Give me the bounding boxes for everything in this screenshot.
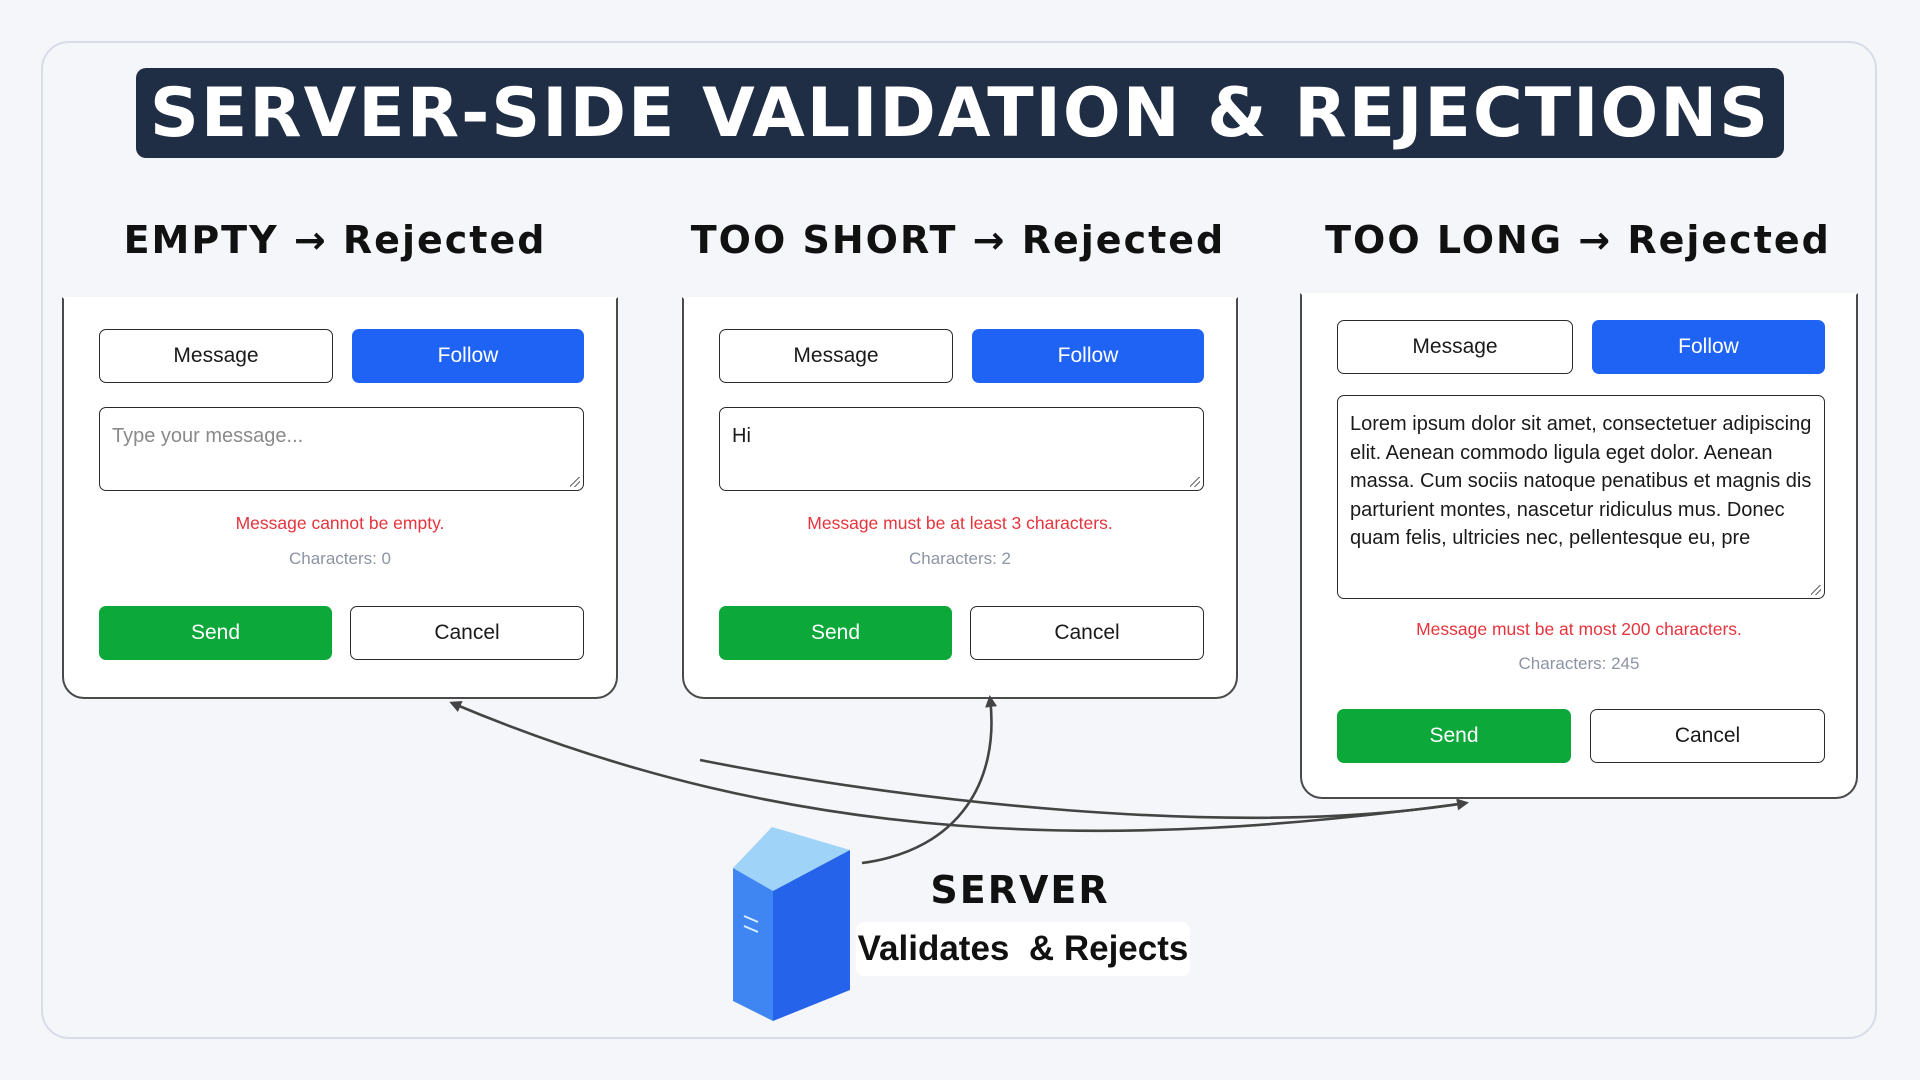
textarea-placeholder: Type your message... xyxy=(112,425,304,447)
cancel-button[interactable]: Cancel xyxy=(1590,709,1825,763)
error-message: Message must be at most 200 characters. xyxy=(1416,619,1742,639)
card-too-long: Message Follow Lorem ipsum dolor sit ame… xyxy=(1300,293,1858,799)
character-counter: Characters: 2 xyxy=(908,549,1012,568)
follow-button[interactable]: Follow xyxy=(972,329,1204,383)
error-message: Message cannot be empty. xyxy=(235,513,445,533)
card-too-short: Message Follow Hi Message must be at lea… xyxy=(682,297,1238,699)
heading-too-short: TOO SHORT → Rejected xyxy=(690,218,1226,262)
page-title: SERVER-SIDE VALIDATION & REJECTIONS xyxy=(136,68,1784,158)
resize-handle-icon[interactable] xyxy=(1811,585,1821,595)
message-button[interactable]: Message xyxy=(719,329,953,383)
server-sublabel: Validates & Rejects xyxy=(856,922,1190,976)
follow-button[interactable]: Follow xyxy=(352,329,584,383)
cancel-button[interactable]: Cancel xyxy=(350,606,584,660)
character-counter: Characters: 0 xyxy=(288,549,392,568)
follow-button[interactable]: Follow xyxy=(1592,320,1825,374)
send-button[interactable]: Send xyxy=(99,606,332,660)
textarea-value: Hi xyxy=(732,425,751,447)
message-textarea[interactable]: Type your message... xyxy=(99,407,584,491)
heading-empty: EMPTY → Rejected xyxy=(123,218,547,262)
message-button[interactable]: Message xyxy=(1337,320,1573,374)
message-button[interactable]: Message xyxy=(99,329,333,383)
resize-handle-icon[interactable] xyxy=(1190,477,1200,487)
character-counter: Characters: 245 xyxy=(1518,654,1640,673)
server-label: SERVER xyxy=(930,868,1110,912)
error-message: Message must be at least 3 characters. xyxy=(807,513,1113,533)
heading-too-long: TOO LONG → Rejected xyxy=(1325,218,1831,262)
textarea-value: Lorem ipsum dolor sit amet, consectetuer… xyxy=(1350,413,1812,549)
send-button[interactable]: Send xyxy=(719,606,952,660)
card-empty: Message Follow Type your message... Mess… xyxy=(62,297,618,699)
message-textarea[interactable]: Hi xyxy=(719,407,1204,491)
message-textarea[interactable]: Lorem ipsum dolor sit amet, consectetuer… xyxy=(1337,395,1825,599)
send-button[interactable]: Send xyxy=(1337,709,1571,763)
resize-handle-icon[interactable] xyxy=(570,477,580,487)
cancel-button[interactable]: Cancel xyxy=(970,606,1204,660)
